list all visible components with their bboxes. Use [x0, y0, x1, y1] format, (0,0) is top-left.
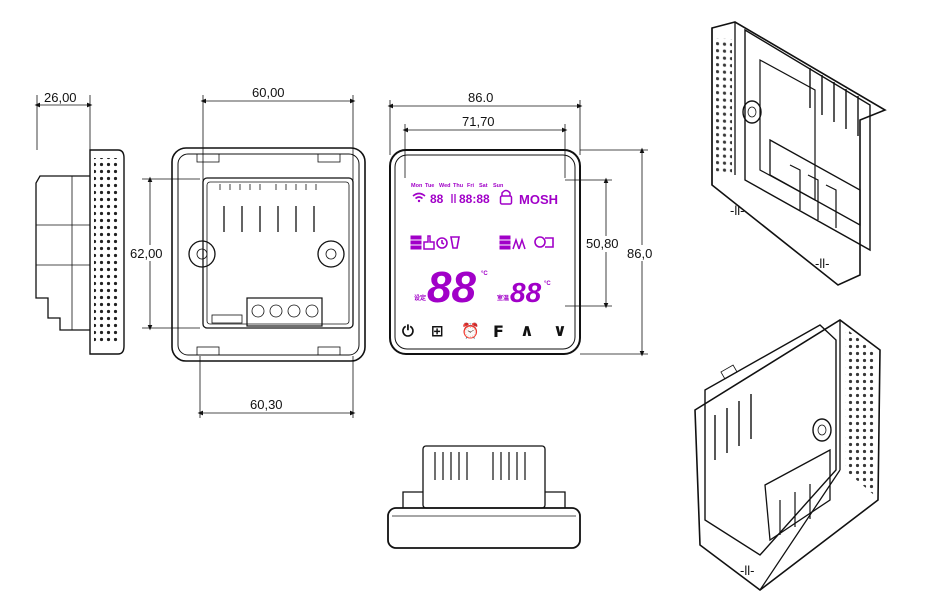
lcd-display: Mon Tue Wed Thu Fri Sat Sun 88 88:88 [410, 183, 558, 312]
button-row: ⏻ ⊞ ⏰ F ∧ ∨ [402, 321, 567, 341]
main-temperature: 88 [427, 263, 476, 312]
isometric-back-view: -ll- -ll- [711, 21, 887, 286]
svg-text:Tue: Tue [425, 183, 434, 189]
vent-holes [94, 158, 118, 344]
set-label: 设定 [414, 294, 426, 302]
day-indicators: Mon Tue Wed Thu Fri Sat Sun [411, 183, 504, 189]
fan-icon [512, 237, 526, 250]
lcd-status-icons [410, 235, 554, 250]
heating-icon [410, 235, 422, 250]
bottom-vent-slots [434, 452, 526, 480]
svg-text:-ll-: -ll- [740, 563, 754, 578]
front-view: 86.0 71,70 50,80 86,0 Mon Tue Wed Thu Fr… [387, 90, 660, 357]
svg-text:-ll-: -ll- [815, 256, 829, 271]
mode-text: MOSH [519, 192, 558, 207]
up-chevron-icon[interactable]: ∧ [520, 321, 534, 341]
svg-text:Sat: Sat [479, 183, 488, 189]
hand-icon [423, 235, 435, 250]
svg-text:Thu: Thu [453, 183, 463, 189]
eco-icon [534, 236, 554, 248]
lock-icon [499, 189, 513, 205]
front-width-label: 86.0 [468, 90, 493, 105]
holiday-icon [450, 236, 460, 249]
svg-text:-ll-: -ll- [730, 203, 744, 218]
clock-icon[interactable]: ⏰ [461, 321, 480, 340]
bottom-view [387, 445, 581, 549]
program-number: 88 [430, 192, 444, 206]
svg-text:Sun: Sun [493, 183, 504, 189]
wave-icon [451, 194, 456, 203]
clock-readout: 88:88 [459, 192, 490, 206]
back-view: 60,00 62,00 [128, 85, 366, 418]
front-height-label: 86,0 [627, 246, 652, 261]
room-temperature-unit: °C [544, 281, 551, 287]
screen-width-label: 71,70 [462, 114, 495, 129]
svg-text:Mon: Mon [411, 183, 423, 189]
svg-text:Wed: Wed [439, 183, 451, 189]
floor-icon [499, 235, 511, 250]
screen-height-label: 50,80 [586, 236, 619, 251]
timer-icon [436, 237, 448, 249]
main-temperature-unit: °C [481, 271, 488, 277]
svg-text:Fri: Fri [467, 183, 475, 189]
back-width-label: 60,00 [252, 85, 285, 100]
back-height-label: 62,00 [130, 246, 163, 261]
room-temperature: 88 [510, 277, 542, 308]
wifi-icon [412, 192, 426, 203]
back-bottom-width-label: 60,30 [250, 397, 283, 412]
side-view: 26,00 [34, 90, 125, 355]
back-vent-slots [223, 206, 315, 232]
side-depth-label: 26,00 [44, 90, 77, 105]
function-icon[interactable]: F [493, 322, 504, 341]
mode-icon[interactable]: ⊞ [431, 322, 444, 340]
iso-vent-slots-2 [714, 394, 752, 460]
iso-vent-slots-1 [809, 68, 859, 136]
down-chevron-icon[interactable]: ∨ [553, 321, 567, 341]
isometric-side-view: -ll- [694, 319, 881, 592]
power-icon[interactable]: ⏻ [402, 322, 414, 340]
room-label: 室温 [497, 294, 509, 302]
